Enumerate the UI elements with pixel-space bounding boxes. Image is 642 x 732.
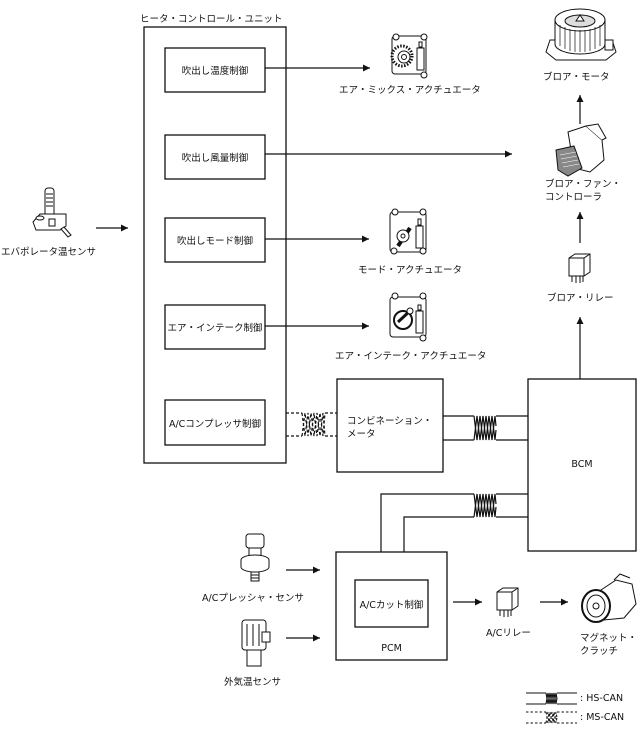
evaporator-sensor-icon — [32, 187, 72, 238]
compressor-control-box — [164, 399, 266, 446]
hs-can-meter-bcm — [443, 415, 528, 441]
blower-motor-icon — [545, 8, 617, 61]
ac-relay-label: A/Cリレー — [486, 628, 531, 639]
mode-actuator-label: モード・アクチュエータ — [358, 265, 463, 276]
legend-ms-can-label: : MS-CAN — [580, 712, 625, 723]
blower-fan-controller-icon — [555, 123, 607, 177]
air-intake-actuator-label: エア・インテーク・アクチュエータ — [335, 351, 487, 362]
legend-hs-can-label: : HS-CAN — [580, 693, 624, 704]
magnet-clutch-icon — [581, 573, 637, 623]
hs-can-bcm-pcm — [380, 493, 528, 552]
mode-actuator-icon — [389, 208, 427, 255]
can-lines — [286, 412, 528, 552]
temp-control-box — [164, 47, 266, 93]
pcm-label: PCM — [381, 643, 402, 654]
hs-can-symbol — [526, 692, 577, 705]
signal-arrows — [96, 64, 584, 642]
blower-fan-controller-label-2: コントローラ — [545, 192, 603, 203]
air-mix-actuator-icon — [390, 33, 428, 79]
ac-cut-control-label: A/Cカット制御 — [359, 599, 424, 611]
air-mix-actuator-label: エア・ミックス・アクチュエータ — [339, 85, 481, 96]
evaporator-sensor-label: エバポレータ温センサ — [1, 247, 97, 258]
ms-can-symbol — [526, 711, 577, 724]
compressor-control-label: A/Cコンプレッサ制御 — [168, 418, 262, 430]
temp-control-label: 吹出し温度制御 — [181, 66, 249, 77]
bcm-label: BCM — [571, 459, 593, 470]
blower-relay-icon — [568, 253, 591, 283]
blower-fan-controller-label-1: ブロア・ファン・ — [545, 179, 622, 190]
airflow-control-label: 吹出し風量制御 — [181, 153, 249, 164]
legend-symbols — [526, 692, 577, 724]
magnet-clutch-label-2: クラッチ — [580, 646, 619, 657]
air-intake-actuator-icon — [389, 292, 427, 342]
combination-meter-label-1: コンビネーション・ — [347, 416, 433, 427]
ac-pressure-sensor-label: A/Cプレッシャ・センサ — [202, 593, 304, 604]
ambient-temp-sensor-label: 外気温センサ — [224, 677, 282, 688]
ms-can-unit-meter — [286, 412, 337, 437]
mode-control-label: 吹出しモード制御 — [176, 236, 253, 247]
magnet-clutch-label-1: マグネット・ — [580, 633, 638, 644]
airflow-control-box — [164, 134, 266, 180]
heater-control-unit-box — [143, 26, 287, 464]
combination-meter-label-2: メータ — [347, 429, 376, 440]
intake-control-box — [164, 304, 266, 350]
ambient-temp-sensor-icon — [241, 619, 271, 667]
blower-motor-label: ブロア・モータ — [543, 72, 610, 83]
combination-meter-box — [336, 378, 444, 473]
ac-pressure-sensor-icon — [240, 533, 270, 582]
intake-control-label: エア・インテーク制御 — [167, 323, 263, 334]
ac-cut-control-box — [354, 579, 429, 628]
heater-control-unit-boxes — [143, 26, 637, 661]
bcm-box — [527, 378, 637, 552]
ac-relay-icon — [496, 587, 519, 617]
heater-control-unit-title: ヒータ・コントロール・ユニット — [140, 14, 283, 25]
blower-relay-label: ブロア・リレー — [547, 293, 614, 304]
pcm-box — [335, 551, 448, 661]
mode-control-box — [164, 217, 266, 263]
